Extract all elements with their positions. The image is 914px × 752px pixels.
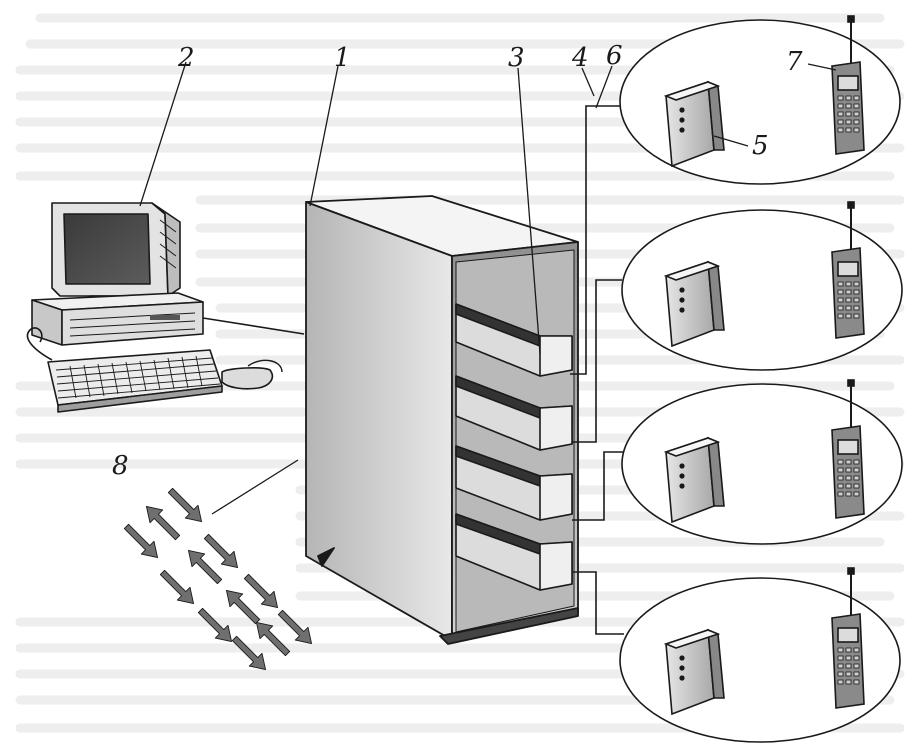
leader-line-7 <box>807 63 837 71</box>
arrow-icon <box>243 573 279 609</box>
monitor <box>51 202 181 305</box>
personal-computer <box>26 202 305 413</box>
label-8: 8 <box>112 451 129 481</box>
radiotelephone <box>831 15 865 155</box>
board <box>455 513 573 591</box>
remote-stations <box>619 15 903 743</box>
leader-line-6 <box>595 65 613 109</box>
arrow-icon <box>197 607 233 643</box>
remote-station <box>621 201 903 371</box>
leader-line-1 <box>309 65 339 207</box>
remote-station <box>621 379 903 545</box>
arrow-icon <box>203 533 239 569</box>
arrow-icon <box>145 505 181 541</box>
arrow-icon <box>231 635 267 671</box>
remote-station <box>619 567 901 743</box>
keyboard <box>47 349 223 413</box>
label-3: 3 <box>508 43 525 73</box>
label-1: 1 <box>334 43 351 73</box>
arrow-icon <box>123 523 159 559</box>
modem <box>663 80 725 168</box>
label-6: 6 <box>606 41 623 71</box>
communication-boards <box>455 303 573 591</box>
radiotelephone <box>831 567 865 709</box>
modem <box>663 260 725 348</box>
board <box>455 303 573 377</box>
arrow-icon <box>187 549 223 585</box>
radiotelephone <box>831 201 865 339</box>
arrow-icon <box>159 569 195 605</box>
label-5: 5 <box>752 131 769 161</box>
radio-signal-arrows <box>123 487 313 671</box>
remote-station <box>619 15 901 185</box>
callout-labels: 1 2 3 4 5 6 7 8 <box>112 41 803 481</box>
system-unit <box>31 292 204 346</box>
leader-line-3 <box>517 67 541 355</box>
arrow-icon <box>277 609 313 645</box>
label-2: 2 <box>177 43 195 73</box>
modem <box>663 436 725 524</box>
label-7: 7 <box>786 47 803 77</box>
label-4: 4 <box>571 43 589 73</box>
board <box>455 445 573 521</box>
mouse <box>221 359 283 390</box>
leader-line-8 <box>211 459 299 515</box>
leader-line-2 <box>139 61 187 207</box>
radiotelephone <box>831 379 865 519</box>
leader-line-5 <box>713 135 749 147</box>
modem <box>663 628 725 716</box>
arrow-icon <box>255 621 291 657</box>
connection-lines <box>570 105 626 635</box>
arrow-icon <box>225 589 261 625</box>
leader-lines <box>139 61 837 515</box>
board <box>455 375 573 451</box>
leader-line-4 <box>581 67 595 97</box>
arrow-icon <box>167 487 203 523</box>
